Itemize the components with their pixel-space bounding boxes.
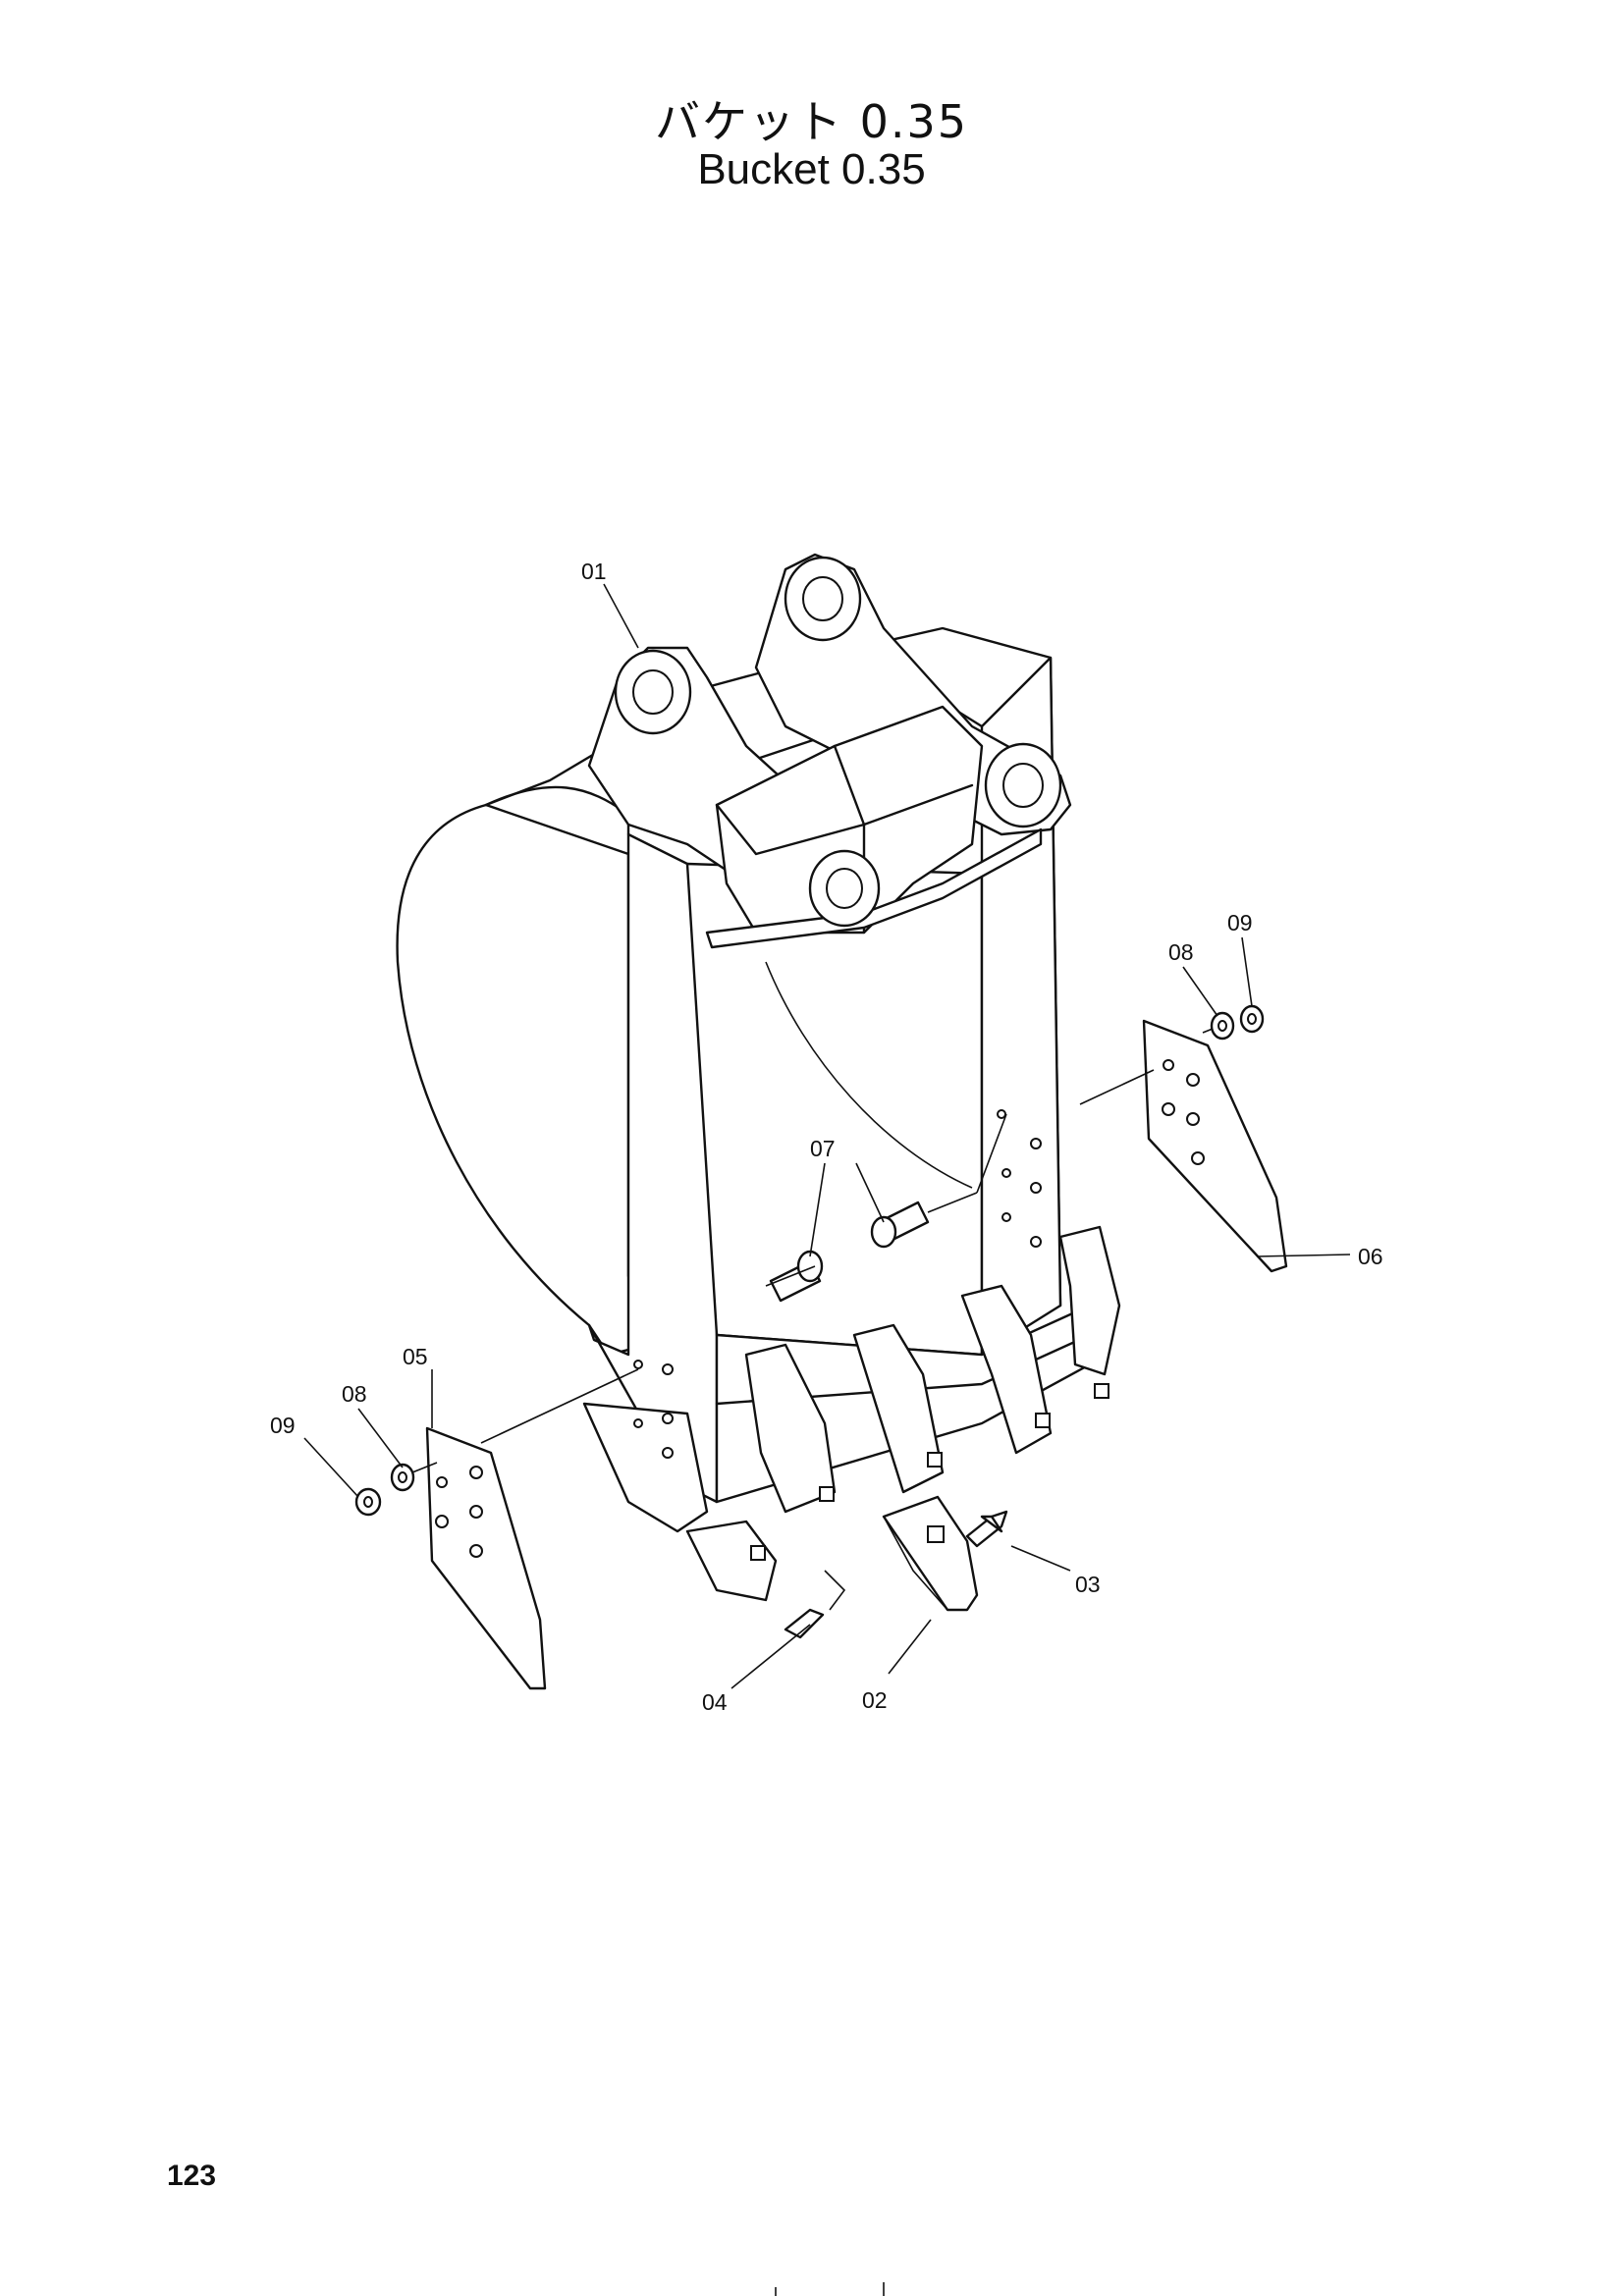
callout-06: 06: [1358, 1244, 1383, 1269]
callout-09-left: 09: [270, 1413, 296, 1438]
diagram-title-japanese: バケット 0.35: [654, 95, 969, 148]
callout-07: 07: [810, 1136, 836, 1161]
callout-03: 03: [1075, 1572, 1101, 1597]
bolts: [765, 1113, 1007, 1303]
side-cutter-right: [1079, 1004, 1288, 1273]
bucket-side-holes: [633, 1109, 1042, 1459]
tooth-pin: [965, 1510, 1008, 1548]
callout-04: 04: [702, 1689, 728, 1715]
callout-02: 02: [862, 1687, 888, 1713]
scan-marks: [775, 2282, 885, 2296]
side-cutter-left: [354, 1368, 639, 1690]
callout-09-right: 09: [1227, 910, 1253, 935]
bucket-teeth: [685, 1225, 1121, 1602]
exploded-tooth: [882, 1495, 979, 1612]
mounting-bracket: [587, 553, 1072, 949]
leader-lines: [303, 583, 1351, 1689]
callout-05: 05: [403, 1344, 428, 1369]
diagram-title-english: Bucket 0.35: [697, 145, 926, 193]
lock-assembly-guide: [824, 1570, 846, 1611]
tooth-lock: [784, 1608, 825, 1639]
page-number: 123: [167, 2160, 217, 2192]
callout-01: 01: [581, 559, 607, 584]
callout-08-right: 08: [1168, 939, 1194, 965]
callout-08-left: 08: [342, 1381, 367, 1407]
